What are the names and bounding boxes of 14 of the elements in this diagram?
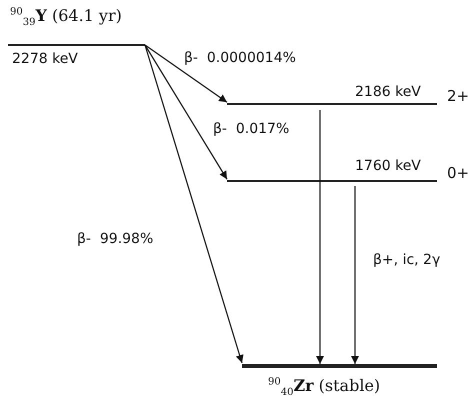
arrow	[144, 44, 228, 180]
arrow	[316, 110, 324, 364]
energy-label: 2186 keV	[355, 84, 421, 100]
spin-parity-label: 2+	[447, 87, 470, 105]
edge-label: β- 99.98%	[76, 231, 154, 247]
energy-label: 2278 keV	[12, 51, 78, 67]
edge-label: β- 0.017%	[212, 121, 290, 137]
arrow	[351, 186, 359, 364]
energy-label: 1760 keV	[355, 158, 421, 174]
arrow	[144, 44, 228, 103]
arrow	[144, 44, 244, 364]
edge-label: β+, ic, 2γ	[372, 252, 442, 268]
edge-label: β- 0.0000014%	[183, 50, 297, 66]
spin-parity-label: 0+	[447, 164, 470, 182]
